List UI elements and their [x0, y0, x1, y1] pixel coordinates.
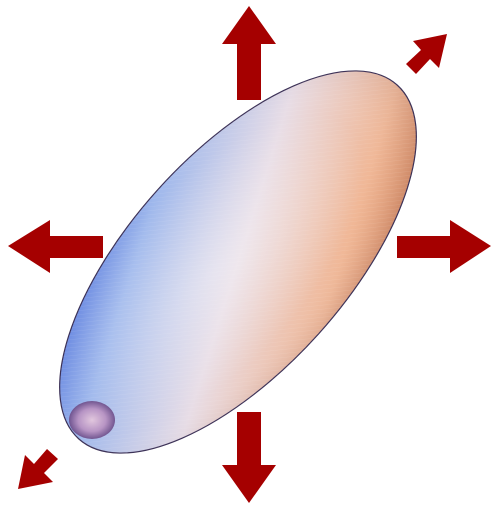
arrow-left-icon	[8, 220, 103, 273]
arrow-up-icon	[222, 6, 276, 100]
arrow-down-left-icon	[18, 449, 58, 489]
arrow-right-icon	[397, 220, 491, 273]
arrow-down-icon	[222, 412, 276, 503]
arrow-up-right-icon	[406, 34, 447, 74]
ellipsoid-end-cap	[69, 401, 115, 439]
